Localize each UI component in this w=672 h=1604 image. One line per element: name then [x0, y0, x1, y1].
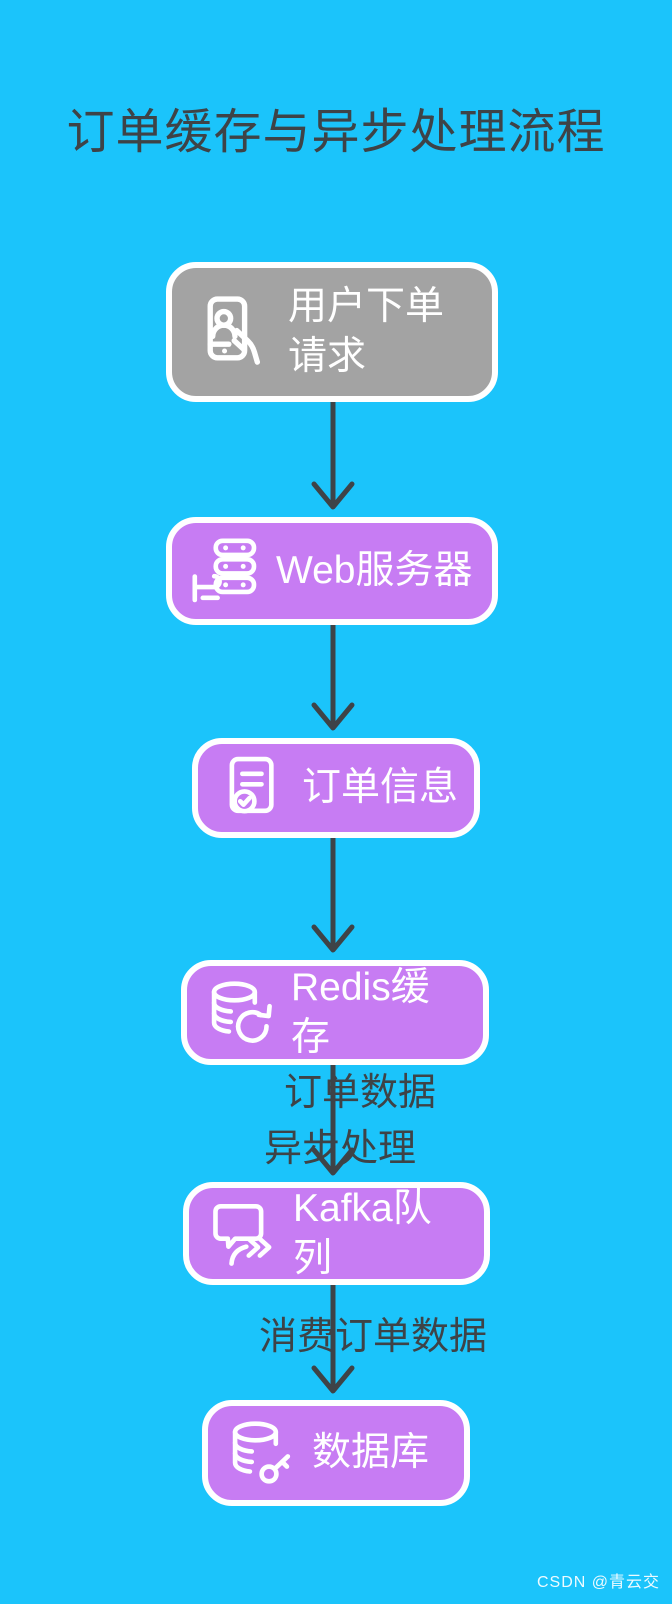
node-label: Kafka队列 [293, 1186, 432, 1280]
node-label: 用户下单请求 [288, 285, 445, 378]
kafka-queue-icon [205, 1197, 279, 1271]
redis-cache-icon [203, 976, 277, 1050]
flow-arrow [311, 1065, 355, 1176]
node-order-info: 订单信息 [192, 738, 480, 838]
node-label: 订单信息 [302, 766, 459, 810]
edge-label-async-process: 异步处理 [263, 1128, 417, 1170]
flow-arrow [311, 402, 355, 510]
node-web-server: Web服务器 [166, 517, 498, 625]
node-label: Web服务器 [276, 549, 473, 593]
edge-label-consume-order-data: 消费订单数据 [258, 1316, 488, 1358]
watermark: CSDN @青云交 [536, 1574, 660, 1591]
database-key-icon [224, 1416, 298, 1490]
phone-order-icon [188, 289, 274, 375]
edge-label-order-data: 订单数据 [283, 1072, 437, 1114]
diagram-title: 订单缓存与异步处理流程 [66, 106, 606, 159]
node-label: 数据库 [312, 1431, 430, 1475]
flow-arrow [311, 625, 355, 731]
flow-arrow [311, 1285, 355, 1394]
flow-arrow [311, 838, 355, 953]
order-doc-icon [214, 751, 288, 825]
node-user-order: 用户下单请求 [166, 262, 498, 402]
node-kafka-queue: Kafka队列 [183, 1182, 490, 1285]
node-label: Redis缓存 [291, 965, 430, 1059]
node-redis-cache: Redis缓存 [181, 960, 489, 1065]
server-icon [188, 534, 262, 608]
node-database: 数据库 [202, 1400, 470, 1506]
